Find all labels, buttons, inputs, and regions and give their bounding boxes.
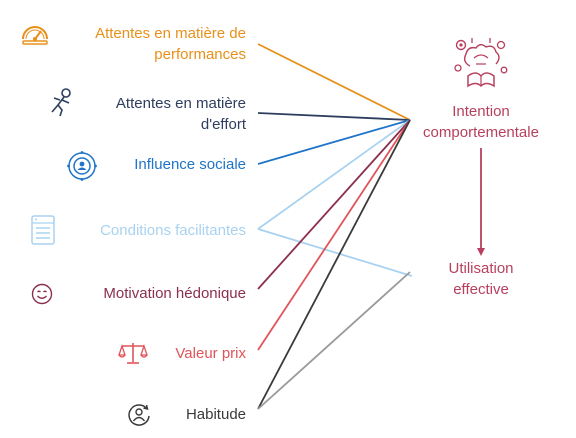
target-usage-line1: Utilisation [448, 260, 514, 277]
factor-effort: Attentes en matière d'effort [116, 93, 246, 135]
target-intention-line2: comportementale [423, 124, 539, 141]
line-hedonic-to-intention [257, 119, 411, 290]
line-performance-to-intention [257, 43, 411, 121]
target-intention: Intention comportementale [411, 101, 551, 143]
social-network-icon [67, 151, 97, 181]
factor-price: Valeur prix [175, 343, 246, 364]
scale-icon [118, 343, 148, 364]
factor-performance: Attentes en matière de performances [95, 23, 246, 65]
factor-hedonic: Motivation hédonique [103, 283, 246, 304]
line-social-to-intention [257, 119, 411, 165]
line-conditions-to-intention [257, 119, 411, 230]
factor-habit: Habitude [186, 404, 246, 425]
factor-social: Influence sociale [134, 154, 246, 175]
factor-effort-line2: d'effort [200, 116, 246, 133]
factor-conditions-line1: Conditions facilitantes [100, 222, 246, 239]
factor-habit-line1: Habitude [185, 406, 246, 423]
factor-performance-line2: performances [154, 46, 246, 63]
line-conditions-to-usage [257, 228, 413, 277]
factor-social-line1: Influence sociale [134, 156, 246, 173]
server-list-icon [31, 215, 55, 245]
target-intention-line1: Intention [452, 103, 510, 120]
factor-hedonic-line1: Motivation hédonique [103, 285, 246, 302]
line-habit-to-usage [257, 271, 411, 410]
refresh-user-icon [128, 404, 150, 426]
speedometer-icon [22, 26, 48, 45]
smiley-icon [31, 283, 53, 305]
line-price-to-intention [257, 119, 411, 351]
line-effort-to-intention [257, 112, 411, 121]
factor-price-line1: Valeur prix [175, 345, 246, 362]
factor-effort-line1: Attentes en matière [115, 95, 246, 112]
line-habit-to-intention [257, 119, 411, 410]
brain-gears-icon [454, 38, 508, 88]
factor-performance-line1: Attentes en matière de [95, 25, 246, 42]
target-usage: Utilisation effective [421, 258, 541, 300]
running-person-icon [51, 88, 71, 117]
factor-conditions: Conditions facilitantes [100, 220, 246, 241]
target-usage-line2: effective [453, 281, 509, 298]
